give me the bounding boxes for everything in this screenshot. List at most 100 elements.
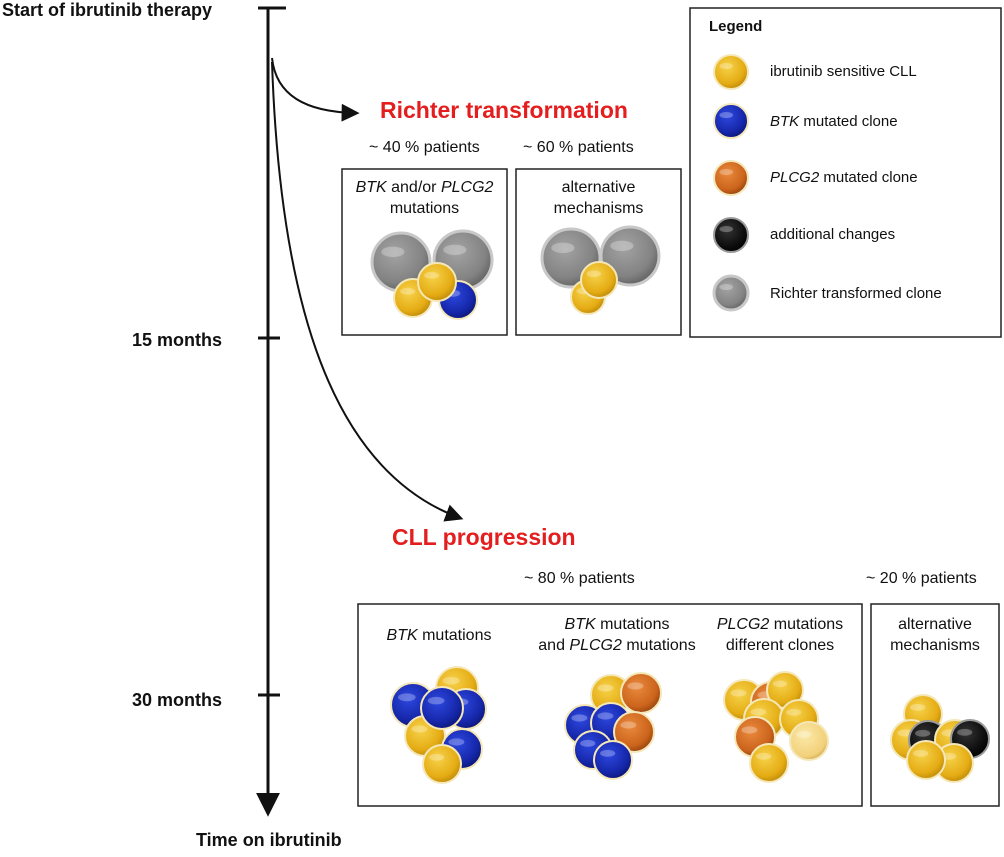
sensitive-cll-cell — [580, 261, 618, 299]
btk-mutated-cell — [593, 740, 633, 780]
gene-plcg2: PLCG2 — [440, 179, 494, 196]
cell-highlight — [741, 726, 758, 734]
label-text: mutations — [595, 616, 670, 633]
legend-italic: PLCG2 — [770, 169, 820, 186]
cll-col2-label: BTK mutations and PLCG2 mutations — [512, 614, 722, 656]
cell-highlight — [580, 739, 596, 747]
cell-highlight — [571, 714, 588, 722]
legend-item-richter: Richter transformed clone — [770, 285, 942, 302]
cell-highlight — [597, 684, 614, 692]
legend-item-additional: additional changes — [770, 226, 895, 243]
gene-btk: BTK — [386, 627, 418, 644]
cell-highlight — [442, 676, 460, 685]
label-text: and — [538, 637, 570, 654]
cell-highlight — [915, 729, 931, 737]
legend-label: ibrutinib sensitive CLL — [770, 63, 917, 80]
sensitive-cll-cell — [749, 743, 789, 783]
cell-highlight — [957, 728, 973, 736]
cell-highlight — [730, 689, 747, 697]
cell-highlight — [750, 708, 767, 716]
richter-alt-box — [515, 168, 682, 336]
cell-highlight — [411, 725, 428, 733]
cell-highlight — [756, 752, 772, 760]
richter-left-pct: ~ 40 % patients — [369, 139, 480, 156]
richter-cell — [712, 274, 750, 312]
cell-highlight — [719, 111, 734, 119]
cell-highlight — [398, 693, 416, 702]
legend-title: Legend — [709, 18, 763, 35]
sensitive-cll-cell — [713, 54, 749, 90]
start-label: Start of ibrutinib therapy — [2, 0, 213, 20]
richter-btk-label: BTK and/or PLCG2 mutations — [342, 177, 507, 219]
cell-highlight — [381, 246, 405, 258]
cell-highlight — [600, 749, 616, 757]
richter-right-pct: ~ 60 % patients — [523, 139, 634, 156]
legend-label: additional changes — [770, 226, 896, 243]
cll-mutations-box — [357, 603, 863, 807]
richter-btk-box — [341, 168, 508, 336]
legend-box — [689, 7, 1002, 338]
label-text: mutations — [389, 200, 460, 217]
mid-label: 15 months — [132, 330, 223, 350]
cell-highlight — [551, 242, 575, 254]
cll-main-pct: ~ 80 % patients — [524, 570, 635, 587]
richter-cell — [599, 225, 661, 287]
cll-progression-arrow — [271, 61, 464, 522]
cell-highlight — [719, 168, 734, 176]
label-text: alternative — [898, 616, 972, 633]
legend-italic: BTK — [770, 113, 800, 130]
cell-highlight — [772, 680, 788, 687]
cell-highlight — [719, 225, 734, 233]
additional-changes-cell — [713, 217, 749, 253]
gene-btk: BTK — [355, 179, 387, 196]
cell-highlight — [719, 62, 734, 70]
label-text: mutations — [769, 616, 844, 633]
legend-label: Richter transformed clone — [770, 285, 942, 302]
sensitive-cll-cell — [417, 262, 457, 302]
cell-highlight — [429, 753, 445, 761]
cll-alt-pct: ~ 20 % patients — [866, 570, 977, 587]
cell-group — [370, 54, 990, 784]
richter-arrow — [271, 57, 360, 122]
legend-item-btk: BTK mutated clone — [770, 113, 898, 130]
late-label: 30 months — [132, 690, 223, 710]
cell-highlight — [913, 749, 929, 757]
richter-title: Richter transformation — [380, 97, 628, 123]
cll-alt-label: alternative mechanisms — [871, 614, 999, 656]
cell-highlight — [786, 708, 802, 716]
cell-highlight — [597, 712, 614, 720]
legend-label: mutated clone — [819, 169, 918, 186]
cll-title: CLL progression — [392, 524, 576, 550]
legend-item-plcg2: PLCG2 mutated clone — [770, 169, 918, 186]
btk-mutated-cell — [420, 686, 464, 730]
gene-plcg2: PLCG2 — [716, 616, 770, 633]
cll-col3-label: PLCG2 mutations different clones — [700, 614, 860, 656]
plcg2-mutated-cell — [613, 711, 655, 753]
label-text: mechanisms — [890, 637, 980, 654]
axis-label: Time on ibrutinib — [196, 830, 342, 850]
label-text: different clones — [725, 637, 835, 654]
cll-alt-box — [870, 603, 1000, 807]
cell-highlight — [427, 696, 445, 705]
cell-highlight — [586, 270, 602, 277]
cell-highlight — [910, 703, 926, 711]
cell-highlight — [627, 682, 644, 690]
gene-btk: BTK — [564, 616, 596, 633]
richter-alt-label: alternative mechanisms — [516, 177, 681, 219]
label-text: mechanisms — [553, 200, 644, 217]
cell-highlight — [448, 738, 465, 746]
cell-highlight — [719, 283, 734, 291]
label-text: alternative — [561, 179, 636, 196]
sensitive-cll-cell — [422, 744, 462, 784]
cll-col1-label: BTK mutations — [364, 625, 514, 646]
legend-item-sensitive: ibrutinib sensitive CLL — [770, 63, 917, 80]
plcg2-mutated-cell — [620, 672, 662, 714]
plcg2-mutated-cell — [713, 160, 749, 196]
sensitive-cll-cell — [906, 740, 946, 780]
cell-highlight — [400, 287, 416, 295]
cell-highlight — [443, 244, 467, 256]
cell-highlight — [620, 721, 637, 729]
label-text: mutations — [417, 627, 492, 644]
cell-highlight — [796, 730, 812, 738]
